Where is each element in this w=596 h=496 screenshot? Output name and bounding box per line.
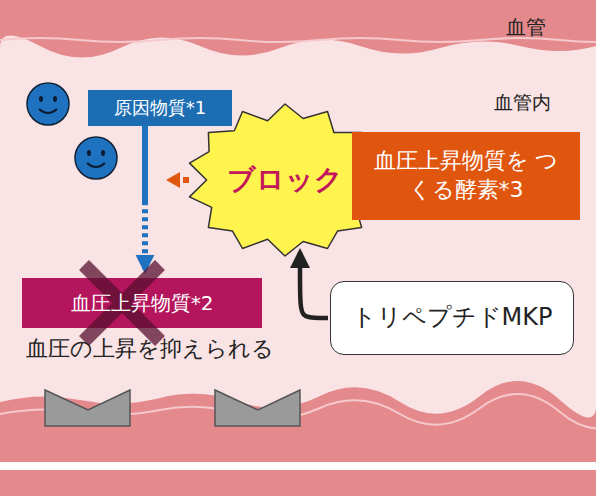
smiley-molecule [27, 83, 69, 125]
vessel-label: 血管 [506, 14, 546, 41]
cause-substance-box: 原因物質*1 [88, 90, 232, 126]
node-text: 血圧上昇物質を つくる酵素*3 [364, 147, 568, 204]
block-dash [183, 177, 189, 183]
molecule-circle [75, 137, 117, 179]
connector-arrow [300, 252, 328, 318]
node-text: 血圧上昇物質*2 [71, 290, 214, 316]
pressor-substance-box: 血圧上昇物質*2 [22, 278, 262, 328]
eye [39, 96, 43, 102]
block-arrowhead [166, 172, 180, 188]
connector-line [142, 126, 148, 205]
tripeptide-box: トリペプチドMKP [330, 281, 574, 355]
node-text: トリペプチドMKP [352, 302, 553, 333]
block-indicator [166, 172, 189, 188]
connector-arrow [145, 126, 146, 270]
vessel-wall-top [0, 0, 596, 58]
result-label: 血圧の上昇を抑えられる [26, 334, 274, 364]
eye [87, 150, 91, 156]
molecule-circle [27, 83, 69, 125]
connector-dashes [142, 209, 148, 270]
node-text: ブロック [227, 162, 343, 198]
mouth [87, 163, 105, 167]
eye [53, 96, 57, 102]
smiley-molecule [75, 137, 117, 179]
enzyme-box: 血圧上昇物質を つくる酵素*3 [352, 132, 580, 220]
receptor-shape [215, 390, 300, 426]
eye [101, 150, 105, 156]
connector-line [300, 252, 328, 318]
receptor-shape [45, 390, 130, 426]
vessel-wall-stripe [0, 462, 596, 470]
node-text: 原因物質*1 [114, 96, 206, 119]
mouth [39, 109, 57, 113]
lumen-label: 血管内 [494, 90, 551, 116]
vessel-wall-bottom [0, 381, 596, 496]
